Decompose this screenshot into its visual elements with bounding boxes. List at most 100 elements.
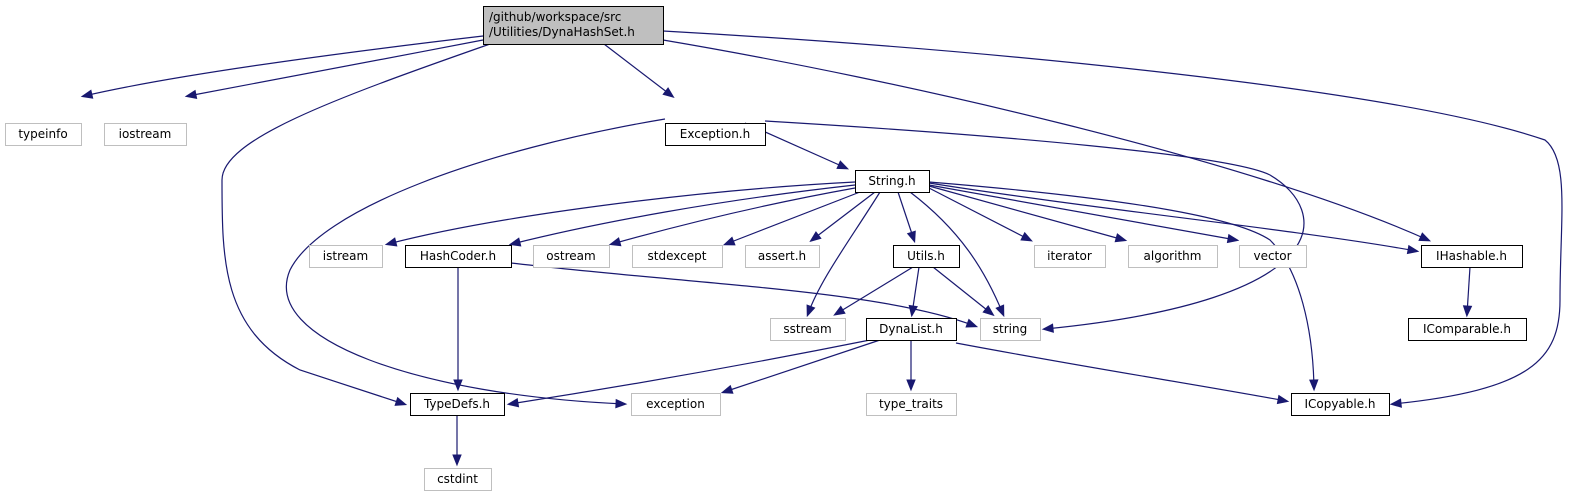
edge-utils-to-sstream xyxy=(833,266,914,316)
edge-string_h-to-stdexcept xyxy=(722,191,861,246)
node-root[interactable]: /github/workspace/src/Utilities/DynaHash… xyxy=(483,6,664,45)
node-hashcoder[interactable]: HashCoder.h xyxy=(405,245,512,268)
arrowhead xyxy=(836,160,850,170)
node-box xyxy=(665,123,766,146)
node-ihashable[interactable]: IHashable.h xyxy=(1421,245,1523,268)
node-label: stdexcept xyxy=(648,249,707,263)
edge-line xyxy=(909,191,1004,315)
node-sstream: sstream xyxy=(770,318,846,341)
arrowhead xyxy=(394,396,408,406)
node-box xyxy=(1239,245,1307,268)
edge-string_h-to-icopyable xyxy=(928,181,1319,392)
arrowhead xyxy=(833,305,846,316)
arrowhead xyxy=(453,379,463,392)
edge-line xyxy=(928,182,1417,252)
edge-root-to-icopyable xyxy=(662,30,1563,408)
node-box xyxy=(5,123,82,146)
edge-string_h-to-utils xyxy=(897,191,916,244)
node-istream: istream xyxy=(309,245,383,268)
arrowhead xyxy=(995,304,1005,318)
node-box xyxy=(533,245,610,268)
edge-string_h-to-sstream xyxy=(806,191,881,318)
edge-root-to-iostream xyxy=(184,39,484,100)
edge-line xyxy=(955,342,1287,402)
node-label: type_traits xyxy=(879,397,943,411)
node-vector: vector xyxy=(1239,245,1307,268)
node-box xyxy=(980,318,1041,341)
edge-hashcoder-to-string xyxy=(510,262,979,328)
arrowhead xyxy=(806,304,816,318)
node-box xyxy=(309,245,383,268)
node-utils[interactable]: Utils.h xyxy=(893,245,960,268)
arrowhead xyxy=(1462,305,1473,318)
edge-exception_h-to-string xyxy=(764,120,1305,333)
arrowhead xyxy=(1041,323,1054,333)
edge-line xyxy=(928,184,1237,241)
node-cstdint: cstdint xyxy=(424,468,492,491)
edge-dynalist-to-exception xyxy=(720,339,881,394)
node-stdexcept: stdexcept xyxy=(632,245,723,268)
node-box xyxy=(745,245,820,268)
node-box xyxy=(866,393,957,416)
edge-line xyxy=(187,39,484,97)
edge-line xyxy=(811,191,876,241)
node-box xyxy=(770,318,846,341)
node-icopyable[interactable]: ICopyable.h xyxy=(1291,393,1390,416)
edge-ihashable-to-icomparable xyxy=(1462,266,1473,318)
edge-string_h-to-assert xyxy=(809,191,876,243)
arrowhead xyxy=(906,379,916,392)
node-typedefs[interactable]: TypeDefs.h xyxy=(410,393,505,416)
node-label: Exception.h xyxy=(680,127,750,141)
edge-line xyxy=(611,187,856,245)
edge-string_h-to-vector xyxy=(928,184,1240,244)
node-label: HashCoder.h xyxy=(420,249,496,263)
node-label: iostream xyxy=(119,127,172,141)
arrowhead xyxy=(1226,233,1240,244)
edge-root-to-exception_h xyxy=(603,43,675,99)
edge-exception_h-to-exception xyxy=(285,118,666,409)
edge-root-to-typeinfo xyxy=(80,35,484,99)
arrowhead xyxy=(608,237,622,247)
node-box xyxy=(1291,393,1390,416)
node-dynalist[interactable]: DynaList.h xyxy=(866,318,957,341)
node-string-h[interactable]: String.h xyxy=(855,170,930,193)
arrowhead xyxy=(720,384,734,394)
node-algorithm: algorithm xyxy=(1128,245,1218,268)
node-box xyxy=(1034,245,1106,268)
node-label: exception xyxy=(646,397,705,411)
arrowhead xyxy=(1114,233,1128,243)
node-label: /Utilities/DynaHashSet.h xyxy=(489,25,635,39)
node-box xyxy=(632,245,723,268)
arrowhead xyxy=(982,304,995,317)
edge-line xyxy=(511,184,856,245)
edge-string_h-to-ostream xyxy=(608,187,856,247)
arrowhead xyxy=(1020,231,1033,242)
arrowhead xyxy=(965,318,979,328)
node-ostream: ostream xyxy=(533,245,610,268)
node-exception-h[interactable]: Exception.h xyxy=(665,123,766,146)
edge-line xyxy=(603,43,673,97)
edge-line xyxy=(928,187,1031,241)
edge-line xyxy=(83,35,484,97)
node-icomparable[interactable]: IComparable.h xyxy=(1408,318,1527,341)
edge-line xyxy=(221,43,491,405)
edge-root-to-ihashable xyxy=(662,39,1432,242)
node-string: string xyxy=(980,318,1041,341)
edge-root-to-typedefs xyxy=(221,43,491,406)
edge-string_h-to-string xyxy=(909,191,1005,318)
node-label: /github/workspace/src xyxy=(489,10,621,24)
edge-string_h-to-istream xyxy=(384,181,856,247)
node-label: ICopyable.h xyxy=(1304,397,1375,411)
node-box xyxy=(405,245,512,268)
edge-dynalist-to-typedefs xyxy=(506,339,871,408)
node-label: String.h xyxy=(868,174,915,188)
node-box xyxy=(855,170,930,193)
edge-line xyxy=(387,181,856,245)
edge-line xyxy=(285,118,666,405)
arrowhead xyxy=(80,89,94,99)
node-box xyxy=(631,393,721,416)
edge-line xyxy=(928,185,1125,241)
node-label: cstdint xyxy=(437,472,478,486)
arrowhead xyxy=(508,237,522,247)
edge-string_h-to-iterator xyxy=(928,187,1033,242)
